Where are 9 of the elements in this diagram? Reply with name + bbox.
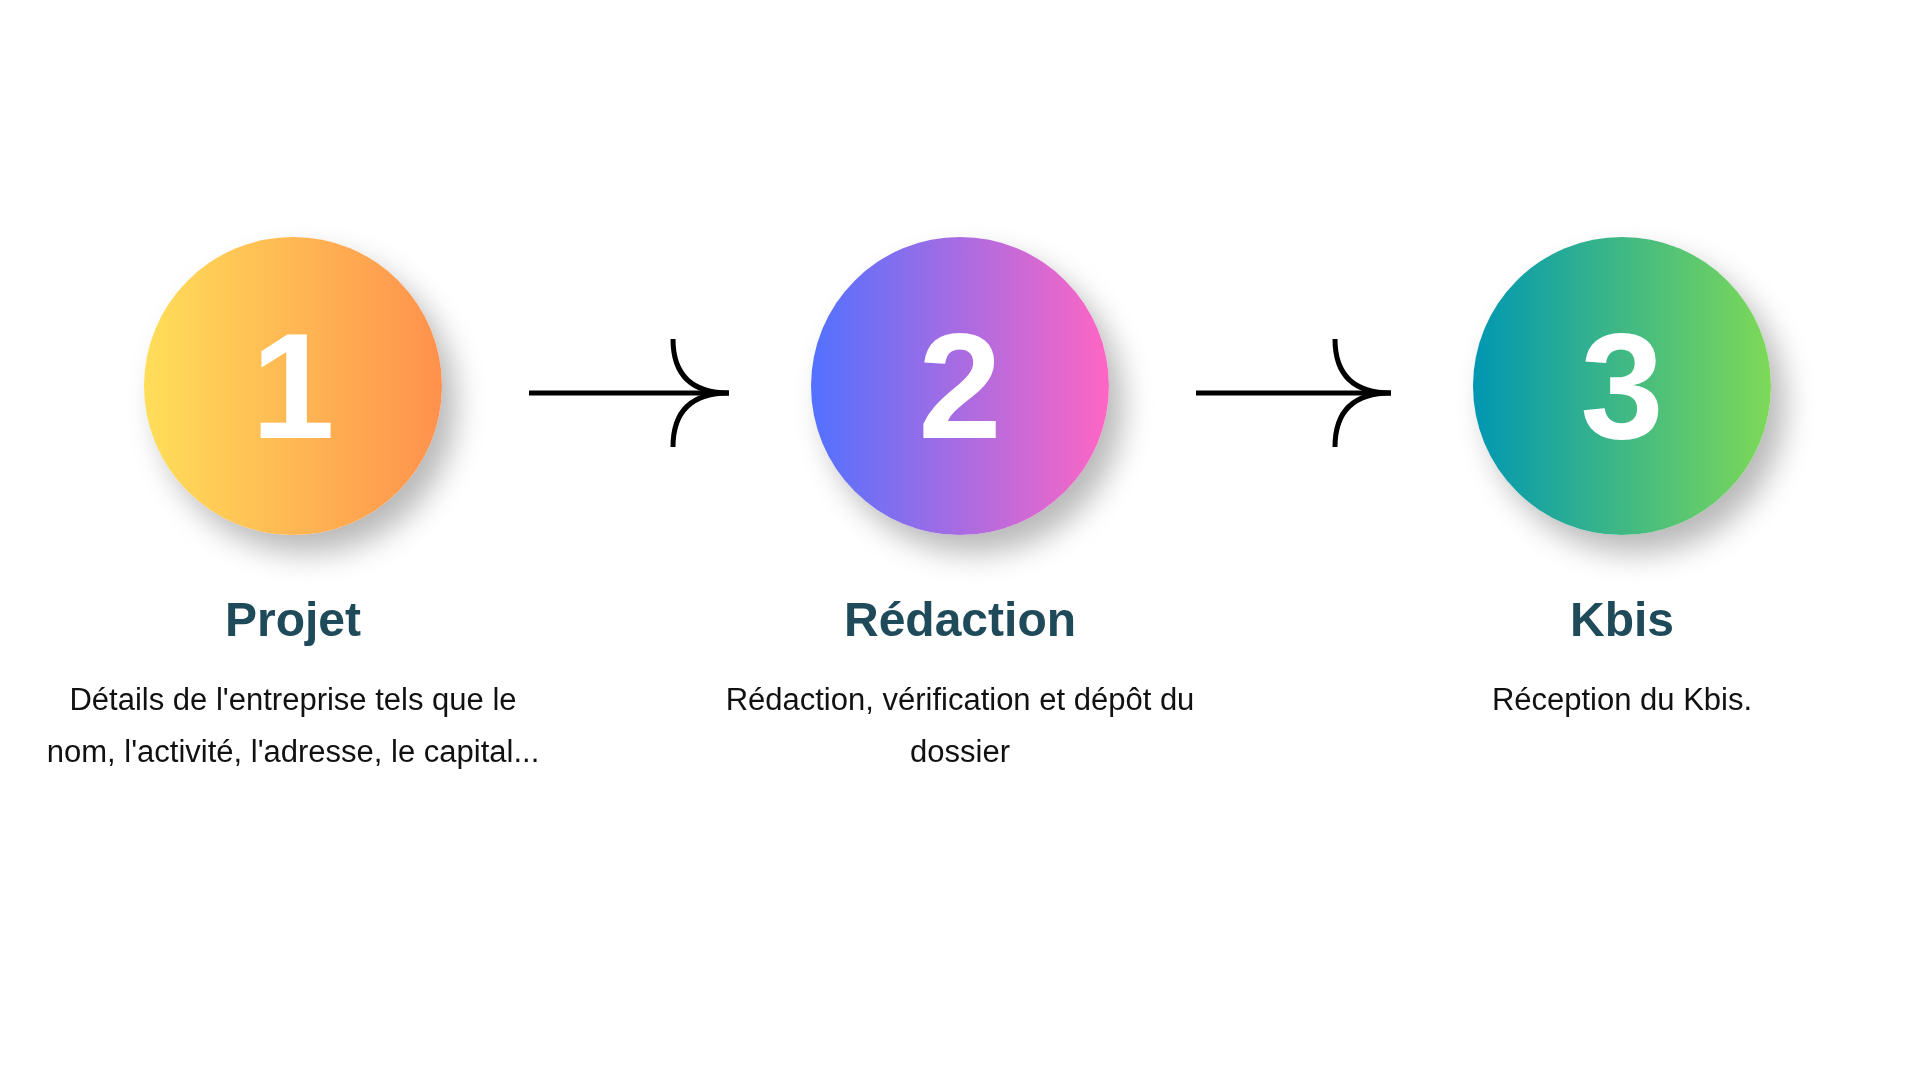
step-number: 2 <box>918 311 1002 461</box>
step-title: Kbis <box>1570 592 1674 648</box>
step-title: Rédaction <box>844 592 1076 648</box>
step-title: Projet <box>225 592 361 648</box>
step-number: 1 <box>251 311 335 461</box>
step-number: 3 <box>1580 311 1664 461</box>
step-description: Rédaction, vérification et dépôt du dossier <box>724 681 1196 771</box>
step-description: Détails de l'entreprise tels que le nom, l'activité, l'adresse, le capital... <box>45 681 541 771</box>
step-description: Réception du Kbis. <box>1491 681 1753 719</box>
